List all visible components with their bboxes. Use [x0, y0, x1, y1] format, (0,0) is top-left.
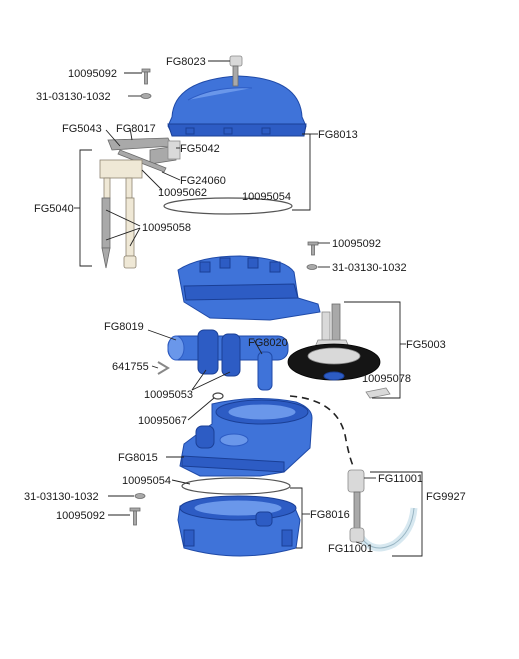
mid-washer-part[interactable] [306, 264, 318, 270]
top-oring-part[interactable] [163, 197, 293, 215]
label-spring-clip: 641755 [112, 361, 149, 373]
mid-screw-part[interactable] [307, 241, 319, 256]
label-screw-top: 10095092 [68, 68, 117, 80]
label-oring-top: 10095054 [242, 191, 291, 203]
label-pin: 10095062 [158, 187, 207, 199]
label-tee-fitting: FG8020 [248, 337, 288, 349]
label-screw-bottom: 10095092 [56, 510, 105, 522]
bottom-washer-part[interactable] [134, 493, 146, 499]
dome-cover-part[interactable] [167, 75, 307, 137]
label-screw-mid: 10095092 [332, 238, 381, 250]
top-screw-part[interactable] [141, 68, 151, 85]
top-washer-part[interactable] [140, 93, 152, 99]
spring-clip-part[interactable] [157, 361, 170, 375]
label-lower-housing: FG8016 [310, 509, 350, 521]
label-pipe-manifold: FG8019 [104, 321, 144, 333]
label-washer-top: 31-03130-1032 [36, 91, 111, 103]
label-cap-knob: FG8023 [166, 56, 206, 68]
label-washer-mid: 31-03130-1032 [332, 262, 407, 274]
hose-route-line [289, 395, 355, 469]
cap-knob-part[interactable] [229, 55, 243, 87]
middle-housing-part[interactable] [177, 255, 321, 321]
label-float-assembly: FG5040 [34, 203, 74, 215]
label-fitting-bottom: FG11001 [328, 543, 373, 555]
label-washer-bottom: 31-03130-1032 [24, 491, 99, 503]
valve-assembly-part[interactable] [287, 303, 381, 381]
label-oring-bottom: 10095054 [122, 475, 171, 487]
lower-housing-part[interactable] [177, 495, 301, 557]
label-tube-assembly: FG9927 [426, 491, 466, 503]
label-upper-housing: FG8015 [118, 452, 158, 464]
small-oring-part[interactable] [212, 392, 224, 400]
upper-housing-part[interactable] [179, 397, 313, 477]
label-valve-assembly: FG5003 [406, 339, 446, 351]
label-small-oring: 10095067 [138, 415, 187, 427]
float-assembly-part[interactable] [99, 159, 143, 269]
label-fitting-top: FG11001 [378, 473, 423, 485]
label-bracket-c: FG5042 [180, 143, 220, 155]
label-clip: FG24060 [180, 175, 226, 187]
pipe-manifold-part[interactable] [167, 329, 289, 391]
leader-lines [74, 60, 423, 557]
label-bracket-a: FG5043 [62, 123, 102, 135]
label-float-stem: 10095058 [142, 222, 191, 234]
label-seal-ring: 10095078 [362, 373, 411, 385]
tube-assembly-part[interactable] [347, 469, 418, 552]
label-oring-pair: 10095053 [144, 389, 193, 401]
bottom-screw-part[interactable] [129, 507, 141, 526]
label-bracket-b: FG8017 [116, 123, 156, 135]
bottom-oring-part[interactable] [181, 477, 291, 495]
label-dome-cover: FG8013 [318, 129, 358, 141]
seal-ring-part[interactable] [365, 387, 391, 399]
